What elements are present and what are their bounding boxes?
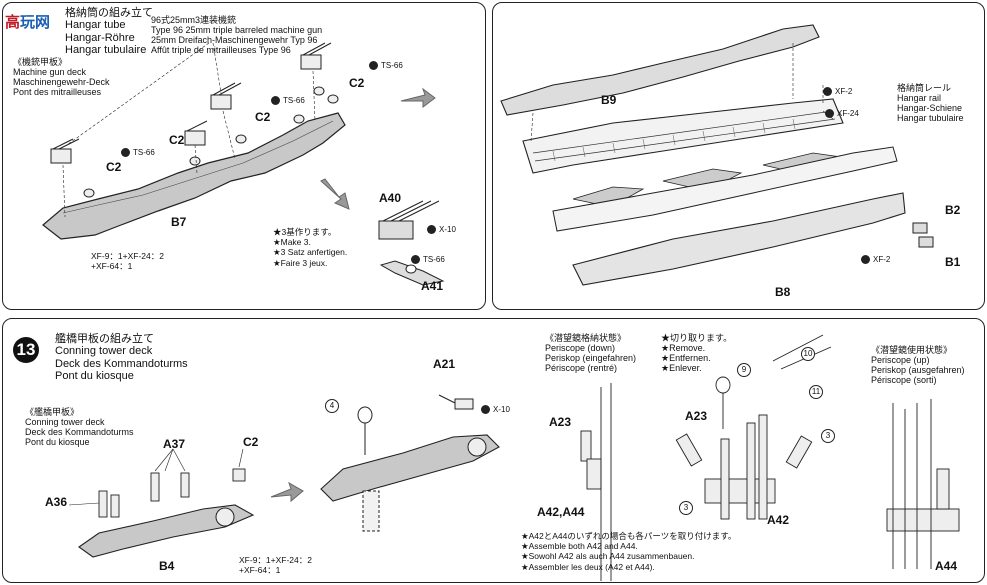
part-c2: C2	[106, 160, 122, 174]
part-c2: C2	[243, 435, 259, 449]
part-b2: B2	[945, 203, 961, 217]
paint-dot-icon	[825, 109, 834, 118]
ts66-callout: TS-66	[369, 61, 403, 70]
part-c2: C2	[255, 110, 271, 124]
circled-number-3: 3	[821, 429, 835, 443]
make-three-note: ★3基作ります。★Make 3. ★3 Satz anfertigen.★Fai…	[273, 227, 348, 268]
paint-dot-icon	[427, 225, 436, 234]
x10-callout: X-10	[481, 405, 510, 414]
part-c2: C2	[349, 76, 365, 90]
xf2-callout: XF-2	[861, 255, 890, 264]
periscope-up-caption: 《潜望鏡使用状態》Periscope (up) Periskop (ausgef…	[871, 345, 965, 386]
paint-dot-icon	[823, 87, 832, 96]
part-b7: B7	[171, 215, 187, 229]
conning-tower-drawing	[68, 334, 960, 581]
paint-dot-icon	[861, 255, 870, 264]
part-a40: A40	[379, 191, 402, 205]
part-a42-a44: A42,A44	[537, 505, 585, 519]
part-b1: B1	[945, 255, 961, 269]
paint-dot-icon	[121, 148, 130, 157]
machine-gun-deck-caption: 《機銃甲板》Machine gun deck Maschinengewehr-D…	[13, 57, 110, 98]
circled-number-4: 4	[325, 399, 339, 413]
periscope-down-caption: 《潜望鏡格納状態》Periscope (down) Periskop (eing…	[545, 333, 637, 374]
conning-deck-caption: 《艦橋甲板》Conning tower deck Deck des Komman…	[25, 407, 134, 448]
part-b4: B4	[159, 559, 175, 573]
part-b8: B8	[775, 285, 791, 299]
part-c2: C2	[169, 133, 185, 147]
part-a23: A23	[685, 409, 708, 423]
xf2-callout: XF-2	[823, 87, 852, 96]
assemble-note: ★A42とA44のいずれの場合も各パーツを取り付けます。★Assemble bo…	[521, 531, 737, 572]
cut-note: ★切り取ります。★Remove. ★Entfernen.★Enlever.	[661, 333, 733, 374]
part-a36: A36	[45, 495, 68, 509]
paint-dot-icon	[271, 96, 280, 105]
circled-number-10: 10	[801, 347, 815, 361]
watermark-logo: 高玩网	[5, 14, 51, 31]
machine-gun-deck-drawing	[42, 42, 445, 286]
part-a37: A37	[163, 437, 186, 451]
part-a23: A23	[549, 415, 572, 429]
ts66-callout: TS-66	[271, 96, 305, 105]
part-b9: B9	[601, 93, 617, 107]
ts66-callout: TS-66	[121, 148, 155, 157]
paint-note-b4: XF-9：1+XF-24：2+XF-64：1	[239, 555, 312, 576]
step-number-badge: 13	[13, 337, 39, 363]
paint-dot-icon	[481, 405, 490, 414]
part-a42: A42	[767, 513, 790, 527]
paint-note-b7: XF-9：1+XF-24：2+XF-64：1	[91, 251, 164, 272]
circled-number-11: 11	[809, 385, 823, 399]
hangar-assembly-drawing	[500, 24, 934, 286]
xf24-callout: XF-24	[825, 109, 859, 118]
part-a44: A44	[935, 559, 958, 573]
x10-callout: X-10	[427, 225, 456, 234]
paint-dot-icon	[369, 61, 378, 70]
circled-number-3: 3	[679, 501, 693, 515]
ts66-callout: TS-66	[411, 255, 445, 264]
paint-dot-icon	[411, 255, 420, 264]
part-a21: A21	[433, 357, 456, 371]
circled-number-9: 9	[737, 363, 751, 377]
part-a41: A41	[421, 279, 444, 293]
